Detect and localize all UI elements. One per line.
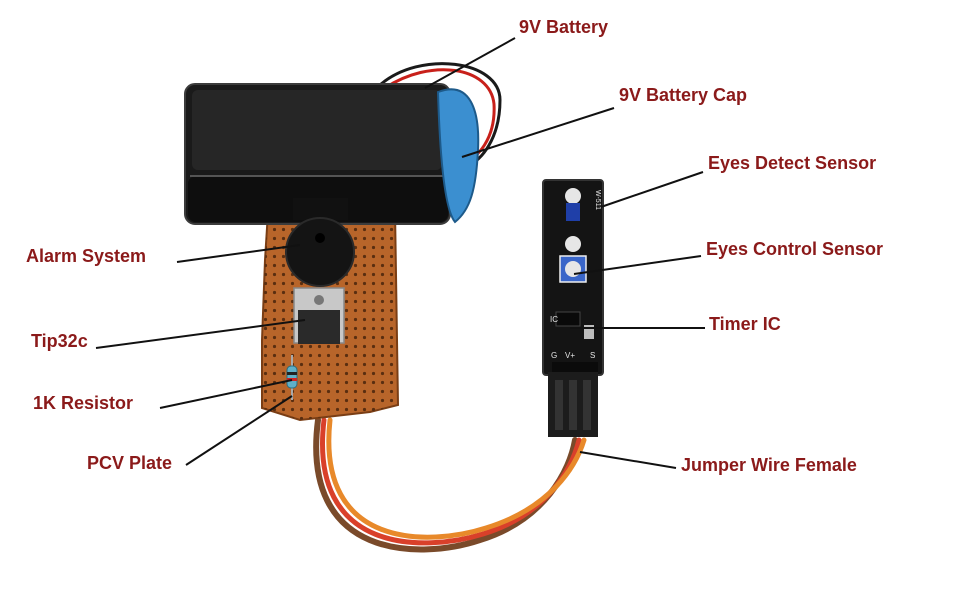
pointer-jumper-wire	[579, 451, 677, 469]
pin-s-label: S	[590, 351, 595, 360]
ir-sensor-module	[542, 179, 604, 437]
pointer-resistor	[159, 379, 293, 409]
label-tip32c: Tip32c	[31, 331, 88, 351]
pointer-lines	[95, 37, 705, 469]
jumper-wire	[313, 417, 587, 553]
label-jumper-wire-female: Jumper Wire Female	[681, 455, 857, 475]
battery-cap	[436, 88, 480, 224]
pointer-battery-cap	[461, 107, 615, 158]
resistor	[286, 355, 298, 400]
label-timer-ic: Timer IC	[709, 314, 781, 334]
label-pcv-plate: PCV Plate	[87, 453, 173, 473]
label-9v-battery: 9V Battery	[519, 17, 609, 37]
sensor-side-label: W-511	[594, 190, 601, 210]
pointer-eyes-detect	[597, 171, 704, 209]
label-1k-resistor: 1K Resistor	[33, 393, 134, 413]
label-eyes-detect-sensor: Eyes Detect Sensor	[708, 153, 877, 173]
pointer-eyes-control	[573, 255, 702, 275]
pointer-battery	[424, 37, 516, 89]
pointer-tip32c	[95, 319, 306, 349]
header-pins	[548, 372, 598, 437]
label-9v-battery-cap: 9V Battery Cap	[619, 85, 748, 105]
transistor	[293, 287, 345, 344]
label-eyes-control-sensor: Eyes Control Sensor	[706, 239, 884, 259]
pin-vplus-label: V+	[565, 351, 575, 360]
pin-g-label: G	[551, 351, 557, 360]
pointer-pcv-plate	[185, 395, 293, 466]
label-alarm-system: Alarm System	[26, 246, 147, 266]
pointer-alarm	[176, 244, 301, 263]
buzzer	[285, 198, 355, 287]
sensor-ic-label: IC	[550, 315, 558, 324]
